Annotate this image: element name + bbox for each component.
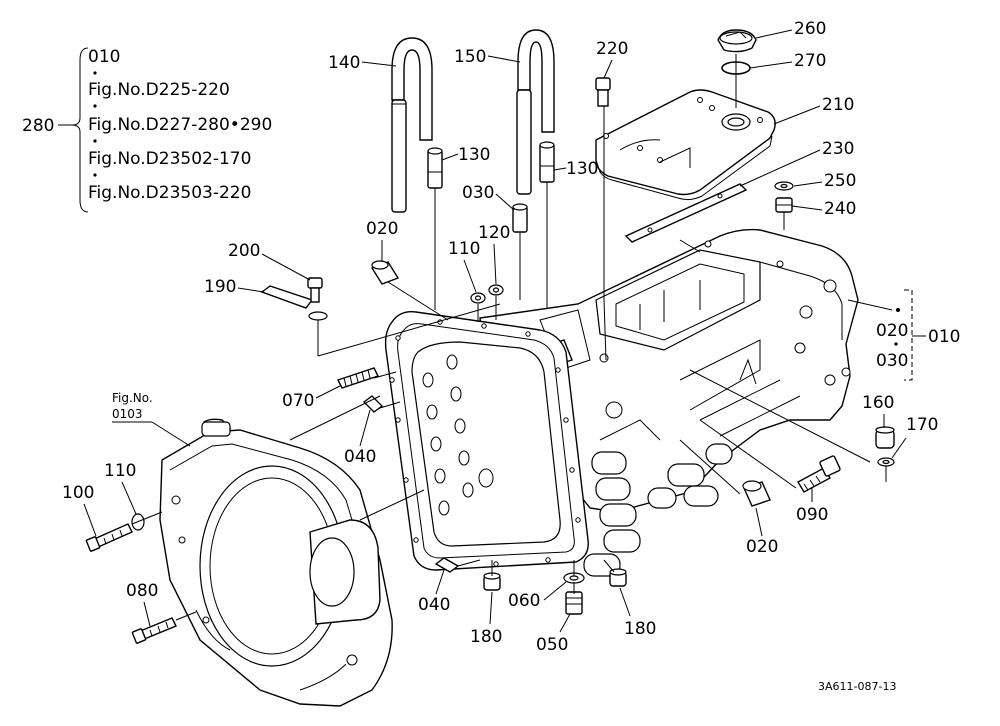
- shim-230: [624, 183, 748, 243]
- housing-flange: [384, 311, 589, 571]
- callout-060: 060: [508, 591, 540, 611]
- callout-210: 210: [822, 95, 854, 115]
- bush-020-right: [742, 480, 771, 507]
- callout-130-right: 130: [566, 159, 598, 179]
- callout-180-left: 180: [470, 627, 502, 647]
- callout-140: 140: [328, 53, 360, 73]
- washer-060: [563, 572, 585, 584]
- stud-070: [337, 367, 379, 389]
- top-cover-210: [595, 89, 776, 201]
- tube-150: [516, 29, 555, 195]
- callout-110-top: 110: [448, 239, 480, 259]
- callout-270: 270: [794, 51, 826, 71]
- ref-line-2: Fig.No.D227-280•290: [88, 115, 272, 135]
- plug-160: [875, 426, 895, 449]
- bolt-200: [307, 277, 323, 303]
- callout-110-left: 110: [104, 461, 136, 481]
- callout-080: 080: [126, 581, 158, 601]
- plug-050: [565, 591, 583, 615]
- fig-ref-line1: Fig.No.: [112, 391, 153, 405]
- callout-130-left: 130: [458, 145, 490, 165]
- ref-line-4: Fig.No.D23503-220: [88, 183, 251, 203]
- right-bracket: [894, 289, 926, 381]
- fitting-130-left: [427, 147, 443, 189]
- reference-bracket: 010 Fig.No.D225-220 Fig.No.D227-280•290 …: [22, 47, 272, 213]
- pin-040-upper: [362, 395, 384, 413]
- callout-260: 260: [794, 19, 826, 39]
- callout-230: 230: [822, 139, 854, 159]
- callout-010: 010: [928, 327, 960, 347]
- washer-170: [877, 457, 895, 467]
- callout-050: 050: [536, 635, 568, 655]
- plug-180-right: [609, 568, 627, 587]
- cap-260: [717, 29, 757, 53]
- callout-070: 070: [282, 391, 314, 411]
- fitting-130-right: [539, 141, 555, 183]
- callout-030: 030: [462, 183, 494, 203]
- bolt-220: [595, 77, 611, 107]
- bolt-090: [797, 455, 841, 493]
- tube-140: [391, 37, 433, 213]
- callout-100: 100: [62, 483, 94, 503]
- ref-line-1: Fig.No.D225-220: [88, 80, 230, 100]
- callout-020-right-group: 020: [876, 321, 908, 341]
- callout-170: 170: [906, 415, 938, 435]
- drawing-number: 3A611-087-13: [818, 680, 896, 693]
- bush-020-top: [370, 260, 400, 285]
- callout-220: 220: [596, 39, 628, 59]
- fig-ref-line2: 0103: [112, 407, 143, 421]
- clutch-housing: [159, 418, 393, 707]
- callout-280: 280: [22, 116, 54, 136]
- bolt-240: [775, 197, 793, 213]
- callout-090: 090: [796, 505, 828, 525]
- callout-040-upper: 040: [344, 447, 376, 467]
- callout-160: 160: [862, 393, 894, 413]
- ref-line-3: Fig.No.D23502-170: [88, 149, 251, 169]
- washer-110-top: [470, 292, 486, 304]
- callouts: 140 150 130 130 030 020 110 120 200 190 …: [62, 19, 960, 655]
- callout-030-right-group: 030: [876, 351, 908, 371]
- callout-180-right: 180: [624, 619, 656, 639]
- callout-040-lower: 040: [418, 595, 450, 615]
- bushing-030: [512, 203, 528, 233]
- washer-250: [774, 181, 794, 191]
- fig-ref-0103: Fig.No. 0103: [112, 391, 191, 447]
- bolt-080: [131, 617, 177, 644]
- callout-150: 150: [454, 47, 486, 67]
- bolt-100: [85, 523, 133, 552]
- callout-250: 250: [824, 171, 856, 191]
- callout-200: 200: [228, 241, 260, 261]
- callout-190: 190: [204, 277, 236, 297]
- callout-240: 240: [824, 199, 856, 219]
- callout-020-top: 020: [366, 219, 398, 239]
- callout-120: 120: [478, 223, 510, 243]
- nut-120: [488, 284, 504, 296]
- callout-020-right: 020: [746, 537, 778, 557]
- ref-head: 010: [88, 47, 120, 67]
